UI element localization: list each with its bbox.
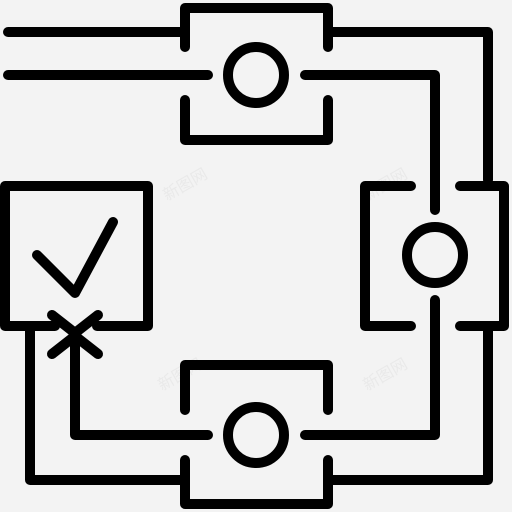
checkmark-icon	[32, 217, 118, 298]
right-node-frame-left	[360, 181, 416, 331]
top-node-frame-lower	[180, 95, 333, 145]
approval-box-frame	[0, 181, 153, 331]
right-node-frame-right	[455, 181, 509, 331]
outer-connector-line	[25, 325, 185, 485]
bottom-node-frame-upper	[180, 360, 333, 415]
circle-icon	[402, 222, 468, 288]
circle-icon	[223, 402, 289, 468]
right-node	[360, 181, 509, 331]
connector-bottom-result	[25, 325, 213, 485]
inner-connector-line	[300, 70, 440, 215]
outer-connector-line	[325, 27, 493, 185]
arrow-head-icon	[47, 331, 103, 359]
connector-right-bottom	[300, 295, 493, 485]
inner-connector-line	[70, 340, 213, 440]
input-lines	[3, 27, 213, 80]
top-node-frame-upper	[180, 3, 333, 52]
watermark-text: 新图网	[360, 354, 411, 394]
inner-connector-line	[300, 295, 440, 440]
arrow-tip-upper	[47, 310, 103, 338]
circle-icon	[223, 42, 289, 108]
outer-connector-line	[325, 325, 493, 485]
bottom-node	[180, 360, 333, 509]
approval-box	[0, 181, 153, 359]
connector-top-right	[300, 27, 493, 215]
bottom-node-frame-lower	[180, 455, 333, 509]
watermark-text: 新图网	[160, 164, 211, 204]
